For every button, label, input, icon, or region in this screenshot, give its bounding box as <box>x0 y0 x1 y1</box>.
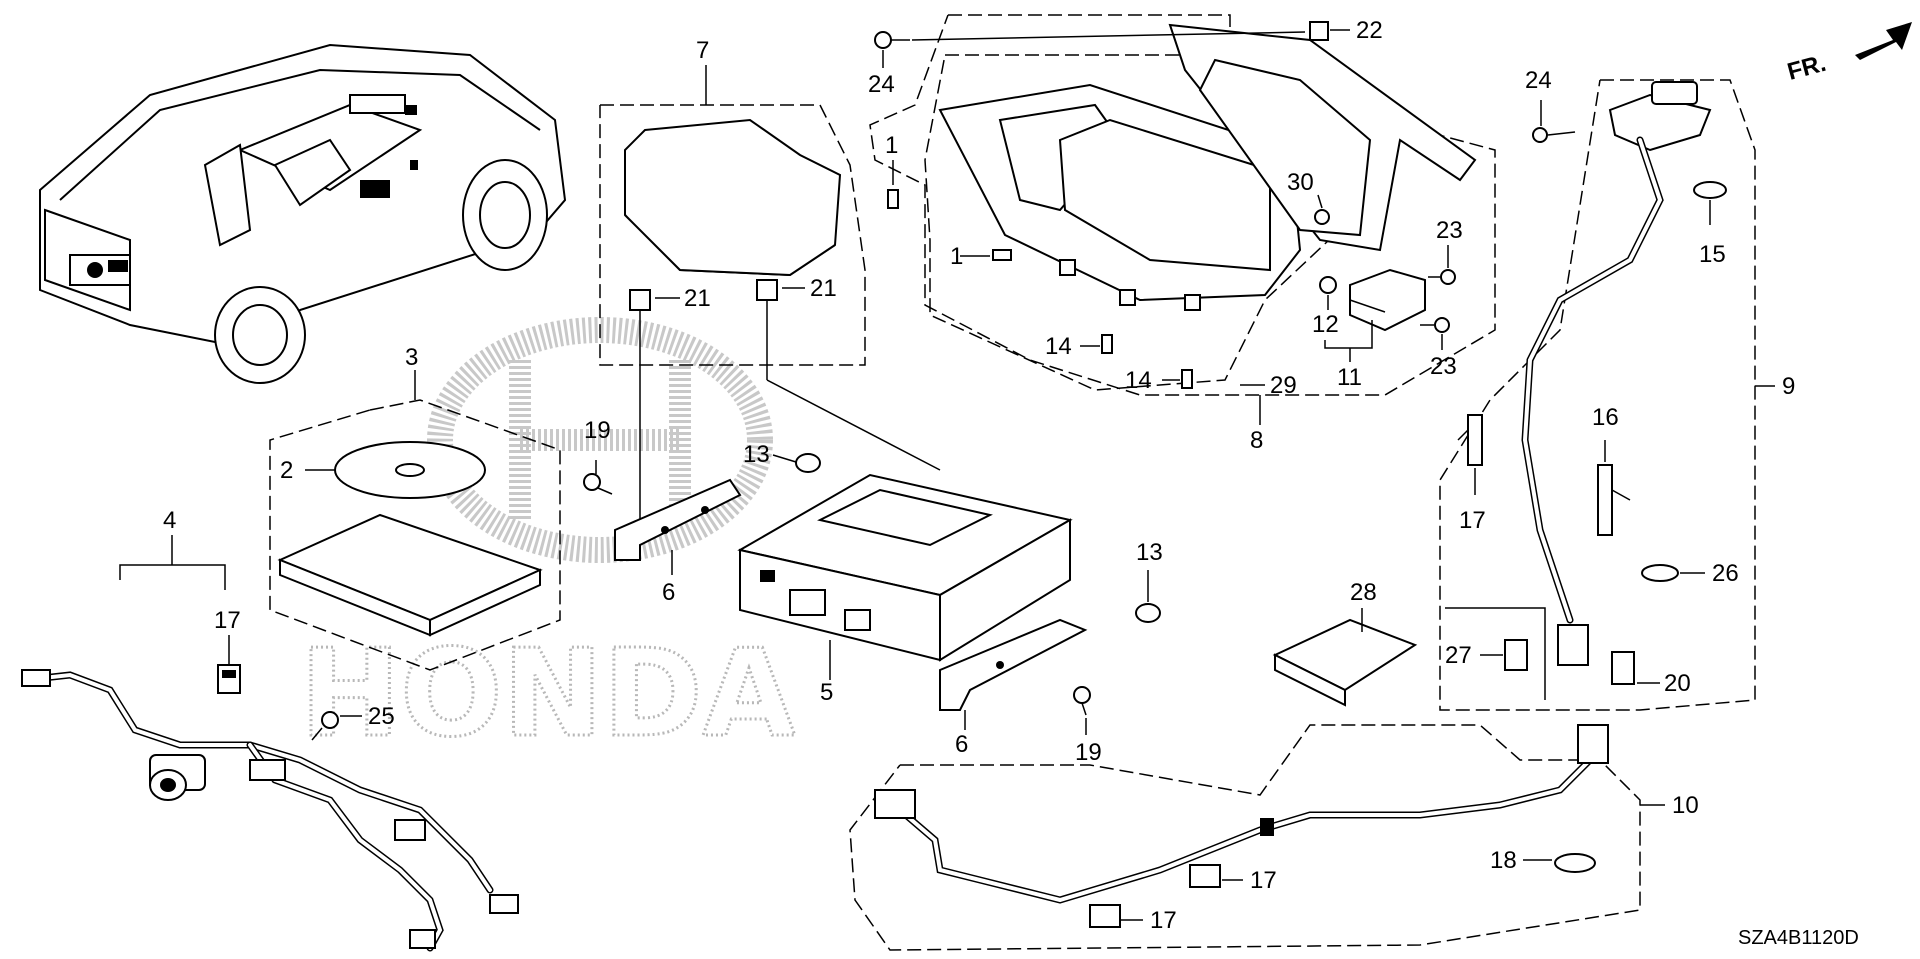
bolt-25-icon <box>311 711 339 741</box>
suv-vehicle-icon <box>39 43 567 384</box>
callout-19-right: 19 <box>1075 739 1102 766</box>
honda-watermark: HONDA <box>299 317 797 766</box>
callout-19-left: 19 <box>584 417 611 444</box>
screw-23-upper-icon <box>1428 269 1456 285</box>
nut-22-icon <box>1309 21 1329 41</box>
callout-12: 12 <box>1312 311 1339 338</box>
callout-2: 2 <box>280 457 293 484</box>
callout-21-right: 21 <box>810 275 837 302</box>
callout-23-upper: 23 <box>1436 217 1463 244</box>
clip-14-right-icon <box>1181 369 1193 389</box>
callout-21-left: 21 <box>684 285 711 312</box>
camera-icon <box>149 754 206 801</box>
screw-30-icon <box>1314 209 1330 225</box>
extension-cable-icon <box>874 724 1609 904</box>
callout-14-left: 14 <box>1045 333 1072 360</box>
group-9-boundary <box>1439 79 1756 711</box>
diagram-code: SZA4B1120D <box>1738 927 1859 949</box>
watermark-text: HONDA <box>300 625 795 764</box>
clip-21-right-icon <box>756 279 778 320</box>
callout-17-lower-right: 17 <box>1250 867 1277 894</box>
callout-11: 11 <box>1337 364 1362 391</box>
cover-icon <box>624 118 842 277</box>
bracket-left-icon <box>614 478 742 561</box>
callout-6-right: 6 <box>955 731 968 758</box>
callout-24-left: 24 <box>868 71 895 98</box>
bezel-frame-icon <box>1168 23 1477 252</box>
front-direction-label: FR. <box>1785 50 1829 86</box>
navigation-unit-icon <box>737 473 1073 662</box>
callout-27: 27 <box>1445 642 1472 669</box>
screw-19-left-icon <box>583 473 613 495</box>
group-3-boundary <box>269 399 561 671</box>
callout-23-lower: 23 <box>1430 353 1457 380</box>
bracket-right-icon <box>939 618 1088 711</box>
display-screen-icon <box>938 83 1302 311</box>
callout-3: 3 <box>405 344 418 371</box>
clip-17-left-icon <box>217 664 241 694</box>
callout-20: 20 <box>1664 670 1691 697</box>
rear-camera-icon <box>1608 81 1712 152</box>
clamp-26-icon <box>1641 564 1679 582</box>
callout-25: 25 <box>368 703 395 730</box>
callout-28: 28 <box>1350 579 1377 606</box>
callout-22: 22 <box>1356 17 1383 44</box>
callout-1-upper: 1 <box>885 132 898 159</box>
callout-8: 8 <box>1250 427 1263 454</box>
clip-17-lower-left-icon <box>1089 904 1121 928</box>
callout-13-upper: 13 <box>743 441 770 468</box>
clamp-18-icon <box>1554 853 1596 873</box>
group-27-boundary <box>1445 607 1546 700</box>
clamp-15-icon <box>1693 181 1727 199</box>
callout-26: 26 <box>1712 560 1739 587</box>
clip-17-lower-right-icon <box>1189 864 1221 888</box>
callout-17-left: 17 <box>214 607 241 634</box>
sd-card-case-icon <box>277 513 543 637</box>
disc-icon <box>334 441 486 499</box>
callout-10: 10 <box>1672 792 1699 819</box>
callout-14-right: 14 <box>1125 367 1152 394</box>
nut-13-lower-icon <box>1135 603 1161 623</box>
callout-30: 30 <box>1287 169 1314 196</box>
clip-14-left-icon <box>1101 334 1113 354</box>
group-10-boundary <box>849 724 1641 951</box>
callout-17-lower-left: 17 <box>1150 907 1177 934</box>
group-7-boundary <box>599 104 866 366</box>
callout-18: 18 <box>1490 847 1517 874</box>
callout-16: 16 <box>1592 404 1619 431</box>
clip-20-icon <box>1611 651 1635 685</box>
callout-4: 4 <box>163 507 176 534</box>
callout-6-left: 6 <box>662 579 675 606</box>
callout-9: 9 <box>1782 373 1795 400</box>
camera-cable-icon <box>1521 136 1664 666</box>
callout-15: 15 <box>1699 241 1726 268</box>
callout-29: 29 <box>1270 372 1297 399</box>
clip-27-icon <box>1504 639 1528 671</box>
callout-13-lower: 13 <box>1136 539 1163 566</box>
clip-16-icon <box>1597 464 1631 536</box>
clip-17-right-icon <box>1457 414 1483 466</box>
clip-21-left-icon <box>629 289 651 330</box>
switch-icon <box>1349 268 1426 332</box>
camera-harness-icon <box>21 669 519 952</box>
callout-5: 5 <box>820 679 833 706</box>
pad-28-icon <box>1272 618 1418 707</box>
callout-1-lower: 1 <box>950 243 963 270</box>
nut-13-upper-icon <box>795 453 821 473</box>
screw-23-lower-icon <box>1420 317 1450 333</box>
screw-24-right-icon <box>1532 127 1576 143</box>
callout-7: 7 <box>696 37 709 64</box>
screw-24-top-icon <box>874 31 910 49</box>
callout-24-right: 24 <box>1525 67 1552 94</box>
screw-19-right-icon <box>1073 686 1091 716</box>
front-direction-indicator: FR. <box>1785 22 1912 86</box>
callout-17-right: 17 <box>1459 507 1486 534</box>
nut-12-icon <box>1319 276 1337 294</box>
